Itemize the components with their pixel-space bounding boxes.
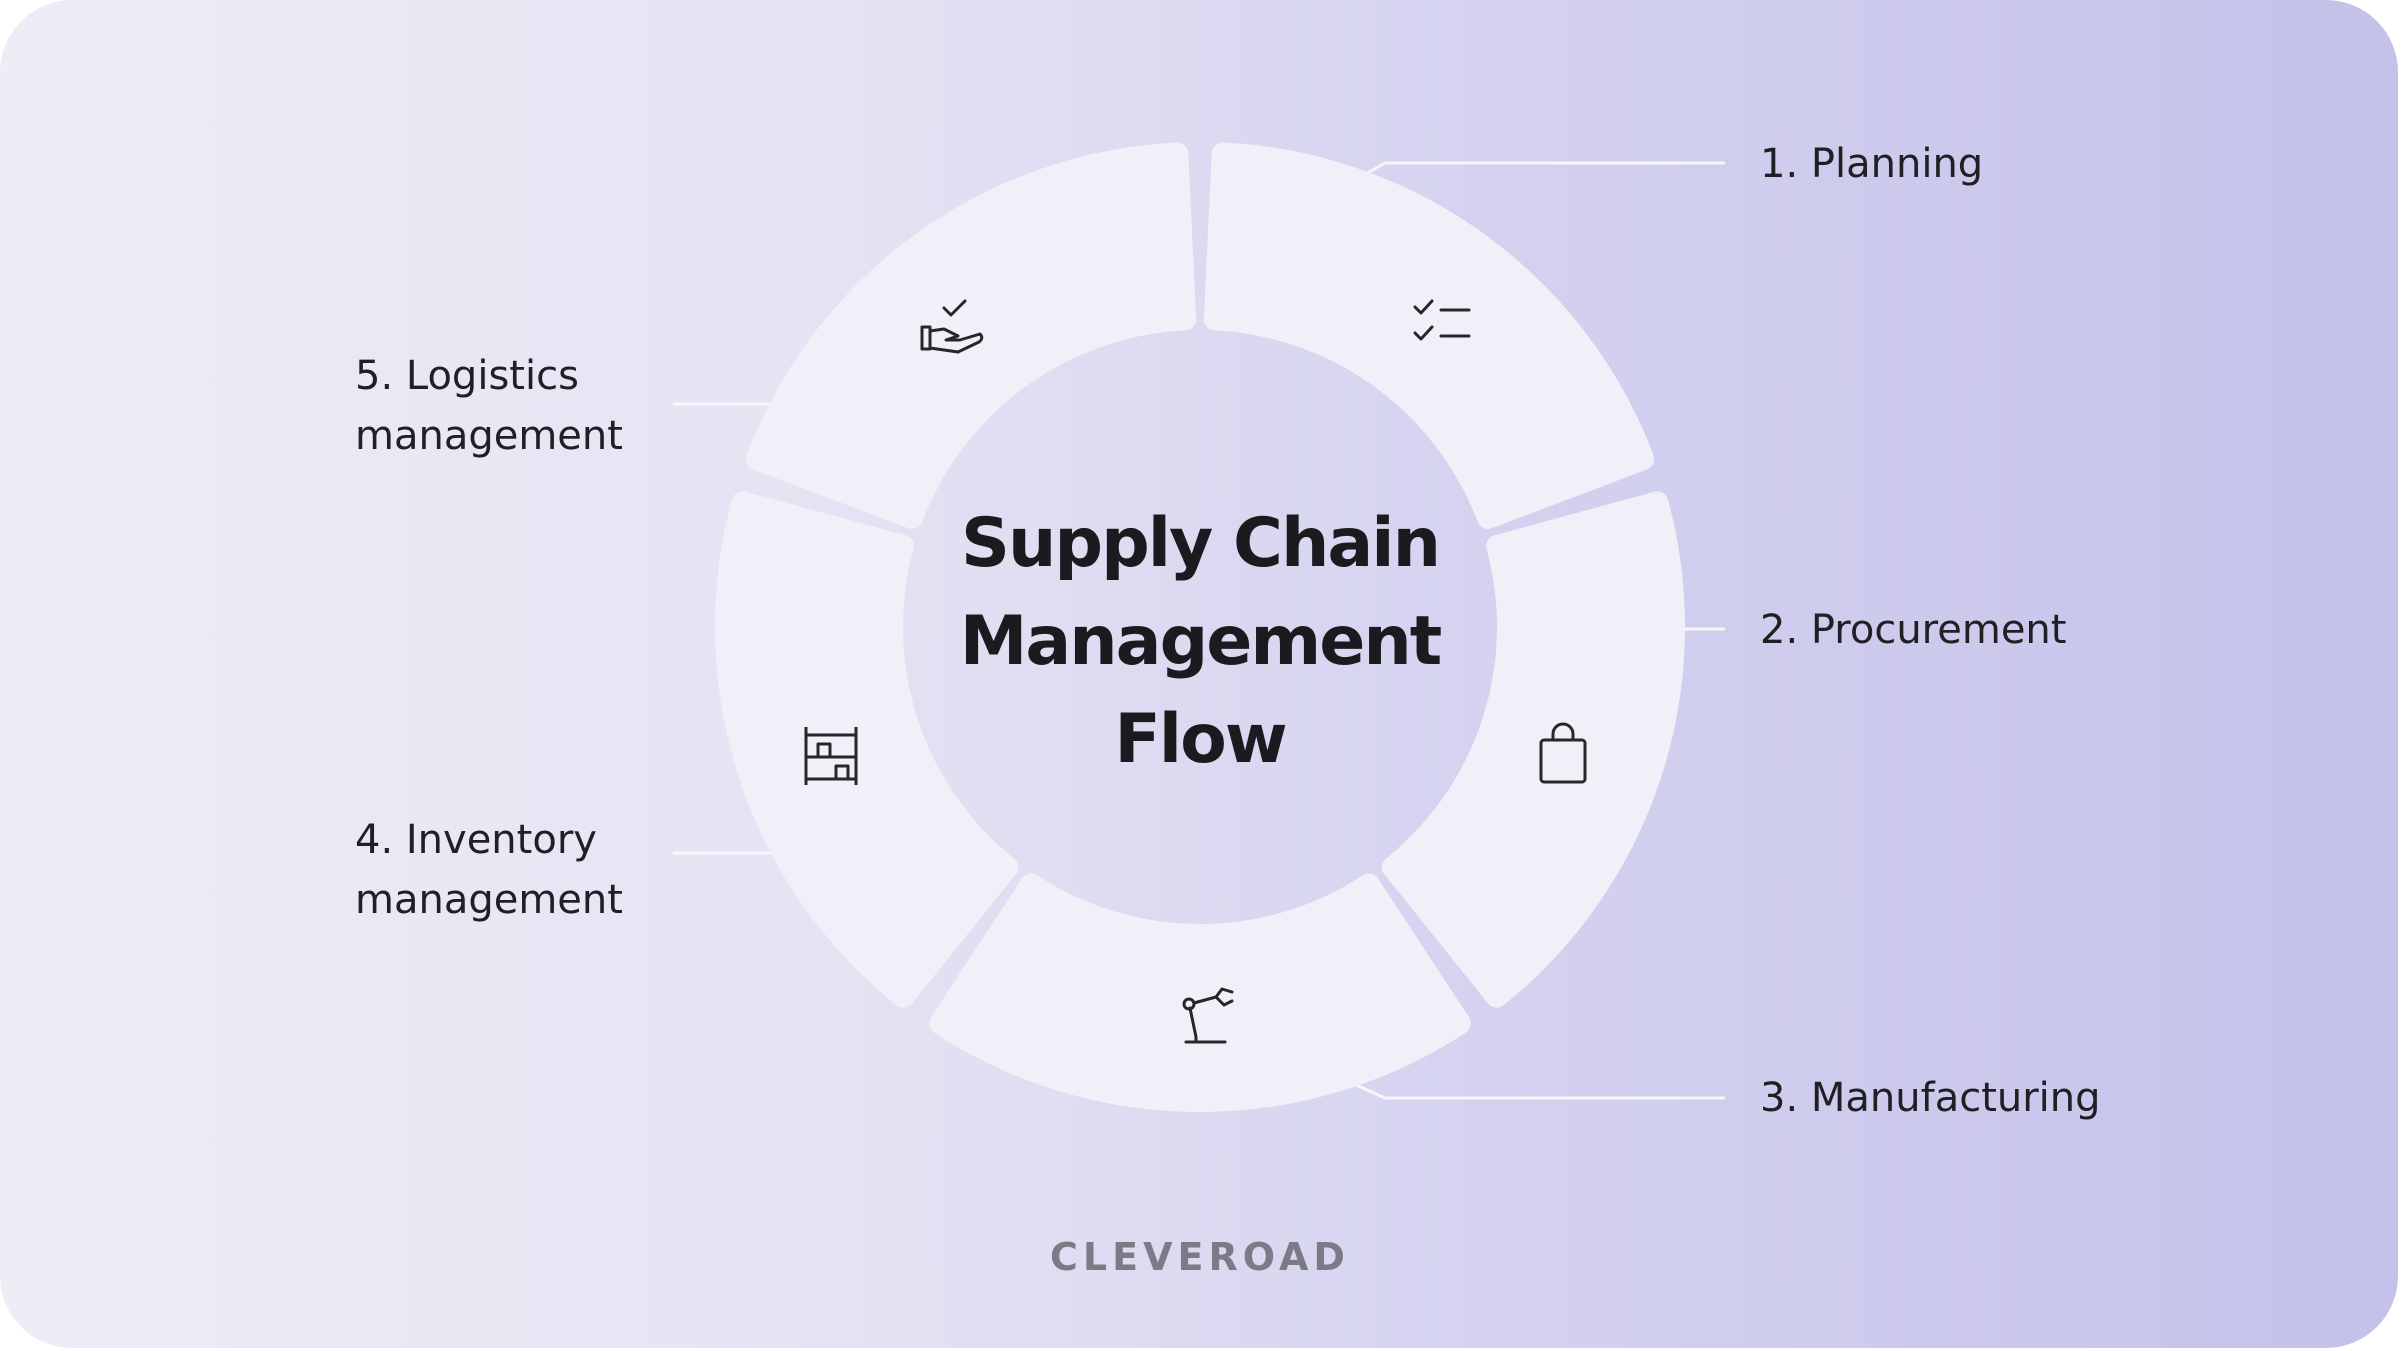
shopping-bag-icon xyxy=(1539,722,1587,784)
step-label-planning: 1. Planning xyxy=(1760,134,1983,194)
step-label-inventory: 4. Inventory management xyxy=(355,810,623,930)
segment-manufacturing xyxy=(929,873,1471,1112)
step-label-text: 1. Planning xyxy=(1760,141,1984,187)
step-label-subtext: management xyxy=(355,877,623,923)
step-label-procurement: 2. Procurement xyxy=(1760,600,2066,660)
segment-procurement xyxy=(1381,491,1685,1008)
ring-segments xyxy=(715,142,1685,1112)
connector-manufacturing xyxy=(1344,1078,1725,1100)
step-label-manufacturing: 3. Manufacturing xyxy=(1760,1068,2101,1128)
step-label-text: 3. Manufacturing xyxy=(1760,1075,2101,1121)
step-label-subtext: management xyxy=(355,413,623,459)
segment-planning xyxy=(1203,142,1655,529)
diagram-title: Supply Chain Management Flow xyxy=(890,495,1510,789)
warehouse-shelf-icon xyxy=(804,727,858,785)
segment-inventory xyxy=(715,491,1019,1008)
hand-check-icon xyxy=(920,299,984,354)
checklist-icon xyxy=(1413,299,1471,341)
step-label-text: 2. Procurement xyxy=(1760,607,2067,653)
connector-planning xyxy=(1349,161,1725,185)
step-label-text: 4. Inventory xyxy=(355,817,597,863)
title-line-1: Supply Chain xyxy=(961,504,1441,583)
title-line-3: Flow xyxy=(1114,700,1287,779)
title-line-2: Management xyxy=(959,602,1443,681)
step-label-logistics: 5. Logistics management xyxy=(355,346,623,466)
robotic-arm-icon xyxy=(1182,987,1234,1044)
step-label-text: 5. Logistics xyxy=(355,353,579,399)
brand-logo: CLEVEROAD xyxy=(1050,1235,1350,1279)
